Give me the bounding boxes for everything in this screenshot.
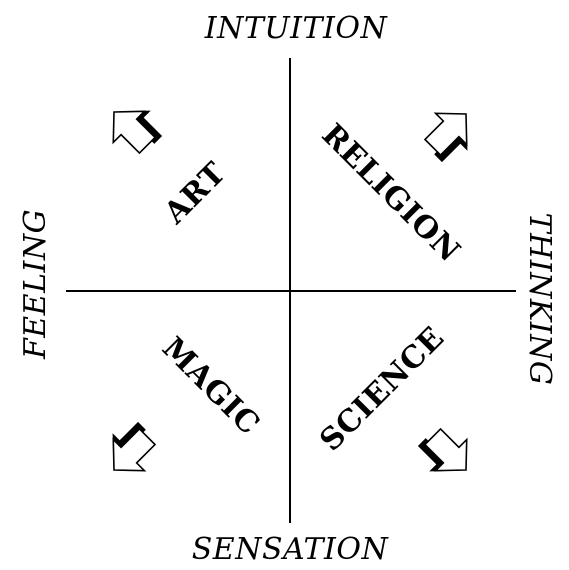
axis-label-bottom: SENSATION [192,532,390,567]
axis-label-right: THINKING [522,213,557,386]
axis-label-top: INTUITION [204,11,389,46]
quadrant-label-science: SCIENCE [313,320,451,458]
block-arrow-icon-down-right [410,417,483,490]
axis-label-left: FEELING [18,209,53,360]
block-arrow-icon-up-left [97,92,170,165]
quadrant-label-magic: MAGIC [155,331,266,442]
block-arrow-icon-down-left [94,414,167,487]
block-arrow-icon-up-right [413,97,486,170]
quadrant-label-art: ART [157,156,233,232]
